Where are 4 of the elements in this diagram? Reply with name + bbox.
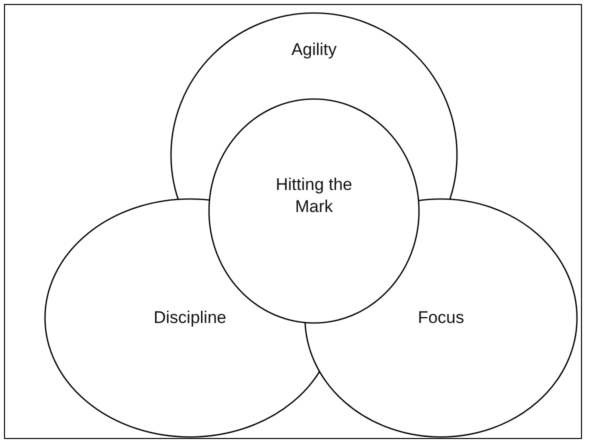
circle-label: Focus bbox=[416, 307, 466, 329]
circle-label: Agility bbox=[290, 39, 338, 61]
circle-label: Discipline bbox=[152, 307, 228, 329]
circle-label: Hitting the Mark bbox=[274, 174, 354, 218]
